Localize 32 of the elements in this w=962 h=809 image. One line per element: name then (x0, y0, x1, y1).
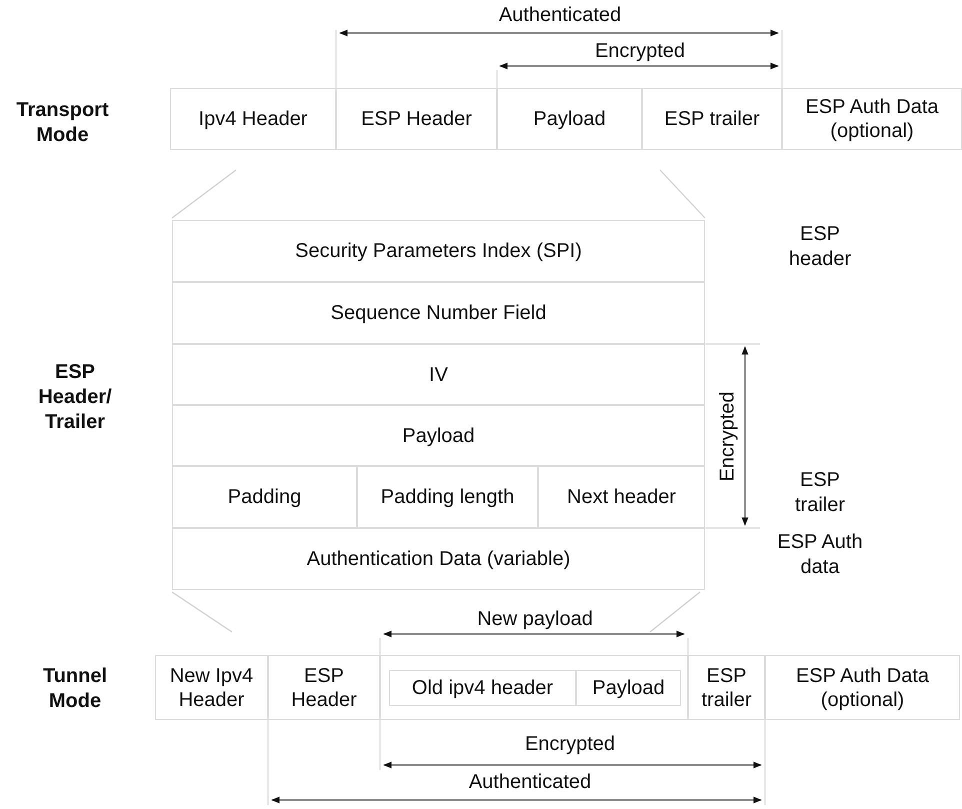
payload-field (380, 655, 688, 720)
section-label: ESP Auth data (776, 530, 864, 580)
mode-label: Transport Mode (15, 98, 110, 148)
section-label: ESP header (788, 222, 852, 272)
mode-label: ESP Header/ Trailer (37, 360, 113, 435)
span-label: Encrypted (594, 39, 686, 64)
packet-field: New Ipv4 Header (155, 655, 268, 720)
packet-field: Sequence Number Field (172, 282, 705, 344)
span-label: Encrypted (716, 390, 740, 482)
span-label: New payload (476, 607, 594, 632)
packet-field: Padding length (357, 466, 538, 528)
packet-field: ESP Auth Data (optional) (765, 655, 960, 720)
packet-field: ESP trailer (688, 655, 765, 720)
mode-label: Tunnel Mode (42, 664, 108, 714)
packet-field: Old ipv4 header (389, 670, 576, 706)
packet-field: ESP Header (268, 655, 380, 720)
packet-field: ESP trailer (642, 88, 782, 150)
packet-field: Next header (538, 466, 705, 528)
packet-field: Authentication Data (variable) (172, 528, 705, 590)
span-label: Authenticated (468, 770, 592, 795)
packet-field: Payload (172, 405, 705, 466)
span-label: Authenticated (498, 3, 622, 28)
section-label: ESP trailer (794, 468, 846, 518)
span-label: Encrypted (524, 732, 616, 757)
packet-field: IV (172, 344, 705, 405)
packet-field: Payload (497, 88, 642, 150)
packet-field: Security Parameters Index (SPI) (172, 220, 705, 282)
packet-field: Ipv4 Header (170, 88, 336, 150)
packet-field: ESP Header (336, 88, 497, 150)
packet-field: Payload (576, 670, 681, 706)
packet-field: Padding (172, 466, 357, 528)
packet-field: ESP Auth Data (optional) (782, 88, 962, 150)
